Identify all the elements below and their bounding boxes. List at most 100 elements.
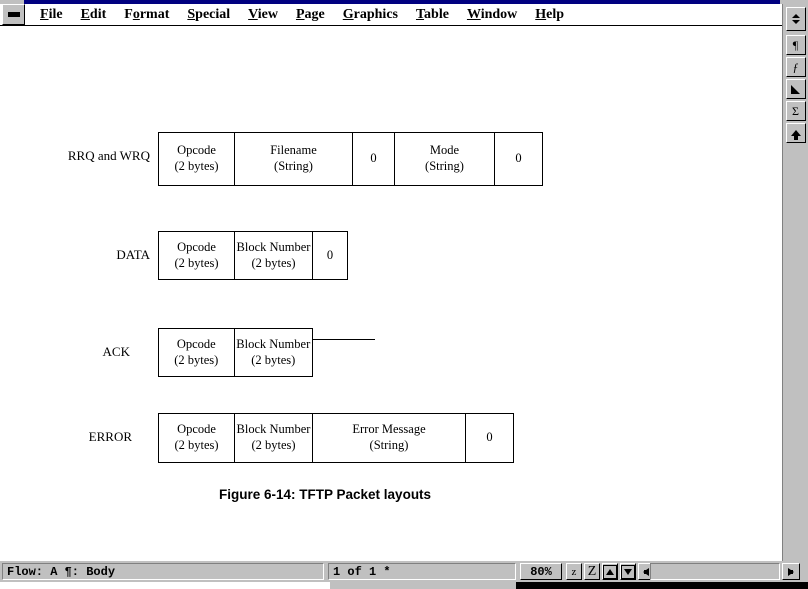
packet-field-line1: Opcode <box>177 143 216 158</box>
packet-field-opcode: Opcode (2 bytes) <box>159 329 235 376</box>
window-titlebar[interactable] <box>0 0 808 4</box>
packet-field-opcode: Opcode (2 bytes) <box>159 232 235 279</box>
status-page-field: 1 of 1 * <box>328 563 516 580</box>
status-flow-text: Flow: A ¶: Body <box>7 564 116 579</box>
packet-field-line2: (2 bytes) <box>174 438 219 452</box>
pilcrow-icon: ¶ <box>792 37 799 52</box>
packet-field-zero-2: 0 <box>495 133 542 185</box>
arrow-left-icon <box>643 567 649 576</box>
packet-field-line2: (2 bytes) <box>174 159 219 173</box>
packet-field-line1: Filename <box>270 143 317 158</box>
menu-item-format[interactable]: Format <box>124 7 170 22</box>
zoom-large-icon: Z <box>587 563 597 579</box>
packet-field-line1: 0 <box>326 247 334 262</box>
packet-field-line1: Opcode <box>176 336 216 351</box>
figure-caption: Figure 6-14: TFTP Packet layouts <box>219 487 432 502</box>
packet-field-line1: Opcode <box>177 239 216 254</box>
packet-field-zero-1: 0 <box>353 133 395 185</box>
zoom-in-button[interactable]: Z <box>584 563 600 580</box>
titlebar-right-pad <box>780 0 808 4</box>
zoom-out-button[interactable]: z <box>566 563 582 580</box>
packet-field-error-message: Error Message (String) <box>313 414 466 462</box>
italic-f-button[interactable]: ƒ <box>785 57 806 77</box>
packet-field-line2: (2 bytes) <box>251 352 296 367</box>
packet-field-line1: Block Number <box>236 336 311 351</box>
packet-field-line1: Mode <box>429 143 460 158</box>
page-down-icon <box>621 564 635 579</box>
packet-field-line2: (2 bytes) <box>174 352 219 367</box>
menu-item-edit[interactable]: Edit <box>80 7 107 22</box>
packet-field-line1: 0 <box>370 151 377 166</box>
packet-field-opcode: Opcode (2 bytes) <box>159 414 235 462</box>
packet-field-zero-1: 0 <box>313 232 347 279</box>
packet-label-data: DATA <box>116 247 150 262</box>
menu-item-graphics[interactable]: Graphics <box>342 7 398 22</box>
packet-field-line1: Block Number <box>236 422 311 437</box>
right-toolbar: ¶ ƒ Σ <box>782 4 808 561</box>
document-page[interactable]: RRQ and WRQ Opcode (2 bytes) Filename (S… <box>0 26 783 561</box>
menu-item-help[interactable]: Help <box>535 7 565 22</box>
arrow-up-button[interactable] <box>785 123 806 143</box>
sigma-icon: Σ <box>792 103 799 118</box>
arrow-right-icon <box>788 567 794 576</box>
minimize-box-icon <box>7 12 20 17</box>
page-up-button[interactable] <box>602 563 618 580</box>
scroll-down-icon <box>791 20 800 24</box>
packet-field-filename: Filename (String) <box>235 133 353 185</box>
zoom-small-icon: z <box>571 565 577 578</box>
scroll-up-icon <box>791 14 800 18</box>
tftp-packet-diagram: RRQ and WRQ Opcode (2 bytes) Filename (S… <box>0 26 782 561</box>
scroll-spinner[interactable] <box>785 7 806 31</box>
zoom-level-button[interactable]: 80% <box>520 563 562 580</box>
page-up-icon <box>603 564 617 579</box>
packet-field-block-number: Block Number (2 bytes) <box>235 232 313 279</box>
packet-field-line1: Opcode <box>177 422 216 437</box>
status-bar: Flow: A ¶: Body 1 of 1 * 80% z Z <box>0 561 808 589</box>
packet-row-error: Opcode (2 bytes) Block Number (2 bytes) … <box>158 413 514 463</box>
packet-field-line2: (String) <box>425 159 464 173</box>
packet-label-rrq-wrq: RRQ and WRQ <box>67 148 150 163</box>
menu-item-special[interactable]: Special <box>187 7 231 22</box>
titlebar-left-pad <box>0 0 24 4</box>
packet-field-mode: Mode (String) <box>395 133 495 185</box>
packet-field-opcode: Opcode (2 bytes) <box>159 133 235 185</box>
packet-field-line2: (2 bytes) <box>251 255 296 270</box>
system-menu-button[interactable] <box>2 4 25 25</box>
ack-extension-line <box>312 339 375 340</box>
triangle-button[interactable] <box>785 79 806 99</box>
sigma-button[interactable]: Σ <box>785 101 806 121</box>
packet-field-line1: Block Number <box>236 239 311 254</box>
menu-item-file[interactable]: File <box>40 7 63 22</box>
packet-row-ack: Opcode (2 bytes) Block Number (2 bytes) <box>158 328 313 377</box>
packet-field-line2: (2 bytes) <box>251 438 296 452</box>
italic-f-icon: ƒ <box>792 59 799 74</box>
statusbar-black-strip <box>516 582 808 589</box>
pilcrow-button[interactable]: ¶ <box>785 35 806 55</box>
zoom-level-text: 80% <box>530 564 552 579</box>
packet-row-data: Opcode (2 bytes) Block Number (2 bytes) … <box>158 231 348 280</box>
packet-field-block-number: Block Number (2 bytes) <box>235 414 313 462</box>
vscroll-down-area[interactable] <box>788 547 806 561</box>
status-page-text: 1 of 1 * <box>333 564 391 579</box>
menu-item-window[interactable]: Window <box>466 7 518 22</box>
menu-item-page[interactable]: Page <box>295 7 325 22</box>
packet-label-ack: ACK <box>102 344 130 359</box>
packet-field-line1: 0 <box>515 151 522 166</box>
menu-item-table[interactable]: Table <box>415 7 449 22</box>
packet-field-block-number: Block Number (2 bytes) <box>235 329 312 376</box>
packet-field-line2: (String) <box>274 159 313 173</box>
packet-field-line2: (2 bytes) <box>174 255 219 270</box>
arrow-up-icon <box>790 130 801 140</box>
packet-row-rrq-wrq: Opcode (2 bytes) Filename (String) 0 Mod… <box>158 132 543 186</box>
packet-field-line1: 0 <box>486 430 493 445</box>
triangle-icon <box>791 84 800 94</box>
menu-item-view[interactable]: View <box>248 7 278 22</box>
statusbar-white-strip <box>0 582 330 589</box>
horizontal-scrollbar-track[interactable] <box>650 563 780 580</box>
packet-field-line2: (String) <box>369 438 409 452</box>
packet-label-error: ERROR <box>88 429 132 444</box>
page-down-button[interactable] <box>620 563 636 580</box>
menu-bar: File Edit Format Special View Page Graph… <box>0 4 782 26</box>
hscroll-right-button[interactable] <box>782 563 800 580</box>
